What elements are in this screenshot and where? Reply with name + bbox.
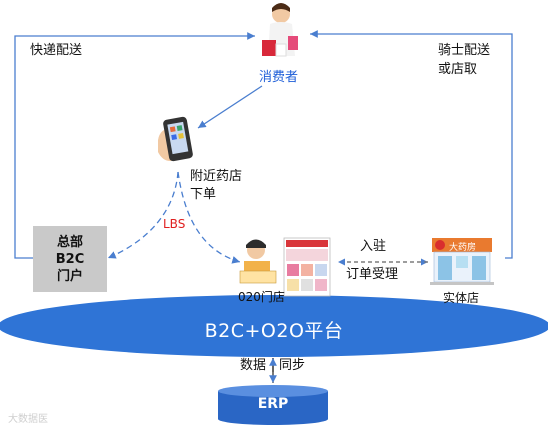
hq-portal-box: 总部 B2C 门户 [33,226,107,292]
nearby-pharmacy-label: 附近药店 [190,169,243,184]
lbs-to-hq-arrow [107,171,179,259]
hq-label: 总部 [56,234,83,250]
platform-ellipse [0,295,548,357]
erp-label: ERP [257,396,289,412]
store-sign-label: 大药房 [449,243,477,253]
sync-label: 同步 [279,358,306,373]
lbs-to-o2o-arrow [177,171,241,264]
rider-delivery-arrow [310,30,513,259]
b2c-label: B2C [55,251,85,267]
o2o-store-label: 020门店 [238,290,285,304]
platform-label: B2C+O2O平台 [204,320,344,342]
portal-label: 门户 [56,268,83,284]
express-delivery-label: 快递配送 [30,43,83,58]
data-label: 数据 [240,358,267,373]
lbs-label: LBS [163,217,186,231]
consumer-to-phone-arrow [197,85,263,129]
rider-delivery-label: 骑士配送 [438,43,491,58]
watermark: 大数据医 [8,414,48,425]
settle-label: 入驻 [360,239,387,254]
express-delivery-arrow [14,32,255,259]
erp-cylinder [218,385,328,425]
order-handling-label: 订单受理 [346,267,399,282]
place-order-label: 下单 [190,187,217,202]
pickup-label: 或店取 [438,62,478,77]
consumer-label: 消费者 [259,70,299,85]
physical-store-label: 实体店 [443,291,480,305]
